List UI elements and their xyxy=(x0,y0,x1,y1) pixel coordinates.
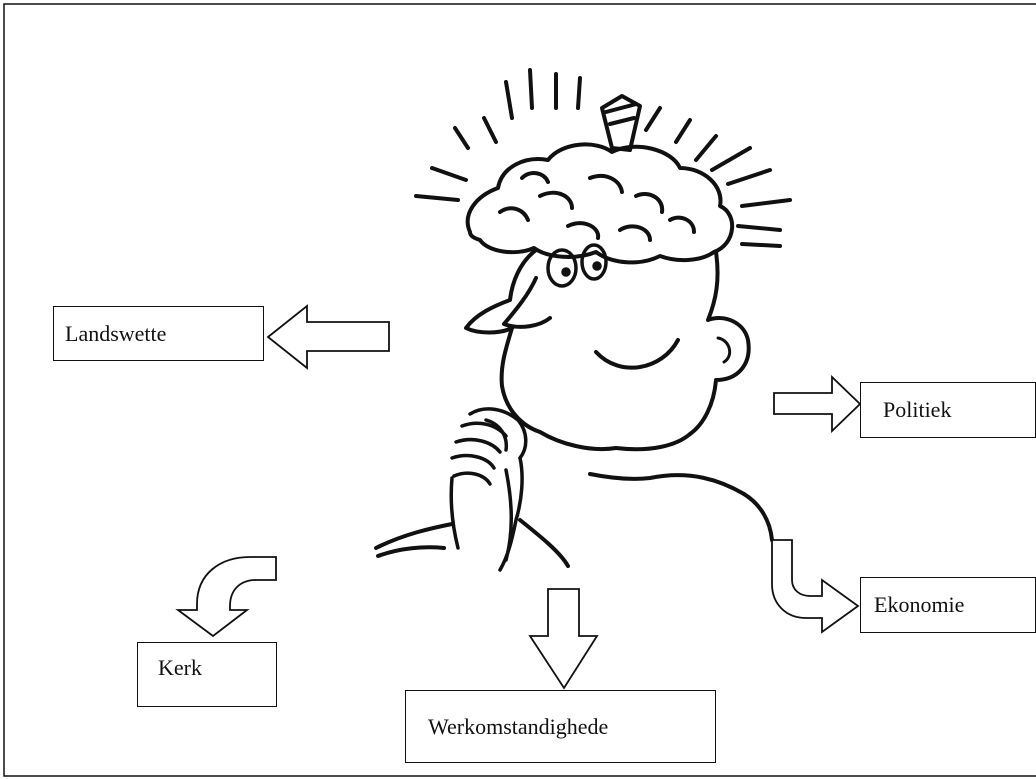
head-outline xyxy=(464,248,751,452)
arrow-to-politiek xyxy=(773,374,862,434)
smile xyxy=(594,338,680,370)
nose xyxy=(502,276,552,329)
label-landswette-text: Landswette xyxy=(65,320,167,346)
shoulders xyxy=(374,472,774,568)
eyes xyxy=(546,243,608,288)
label-werkomstandighede: Werkomstandighede xyxy=(405,690,716,763)
label-kerk-text: Kerk xyxy=(158,655,202,680)
hands xyxy=(449,407,528,572)
arrow-to-werkomstandighede xyxy=(528,588,599,690)
thinking-man-with-brain-icon xyxy=(374,68,792,572)
label-kerk: Kerk xyxy=(137,642,277,707)
brain-shape xyxy=(465,142,735,265)
brain-tag xyxy=(600,94,642,152)
label-politiek: Politiek xyxy=(860,382,1036,438)
arrow-to-kerk xyxy=(175,556,277,638)
label-landswette: Landswette xyxy=(53,306,264,361)
label-ekonomie-text: Ekonomie xyxy=(874,592,965,617)
radiating-lines xyxy=(414,68,792,248)
arrow-to-landswette xyxy=(266,304,390,370)
ear-detail xyxy=(716,336,732,364)
arrow-to-ekonomie xyxy=(771,539,860,634)
page-frame xyxy=(3,3,1036,777)
label-ekonomie: Ekonomie xyxy=(860,577,1036,633)
label-politiek-text: Politiek xyxy=(883,397,952,422)
label-werkomstandighede-text: Werkomstandighede xyxy=(428,713,609,739)
